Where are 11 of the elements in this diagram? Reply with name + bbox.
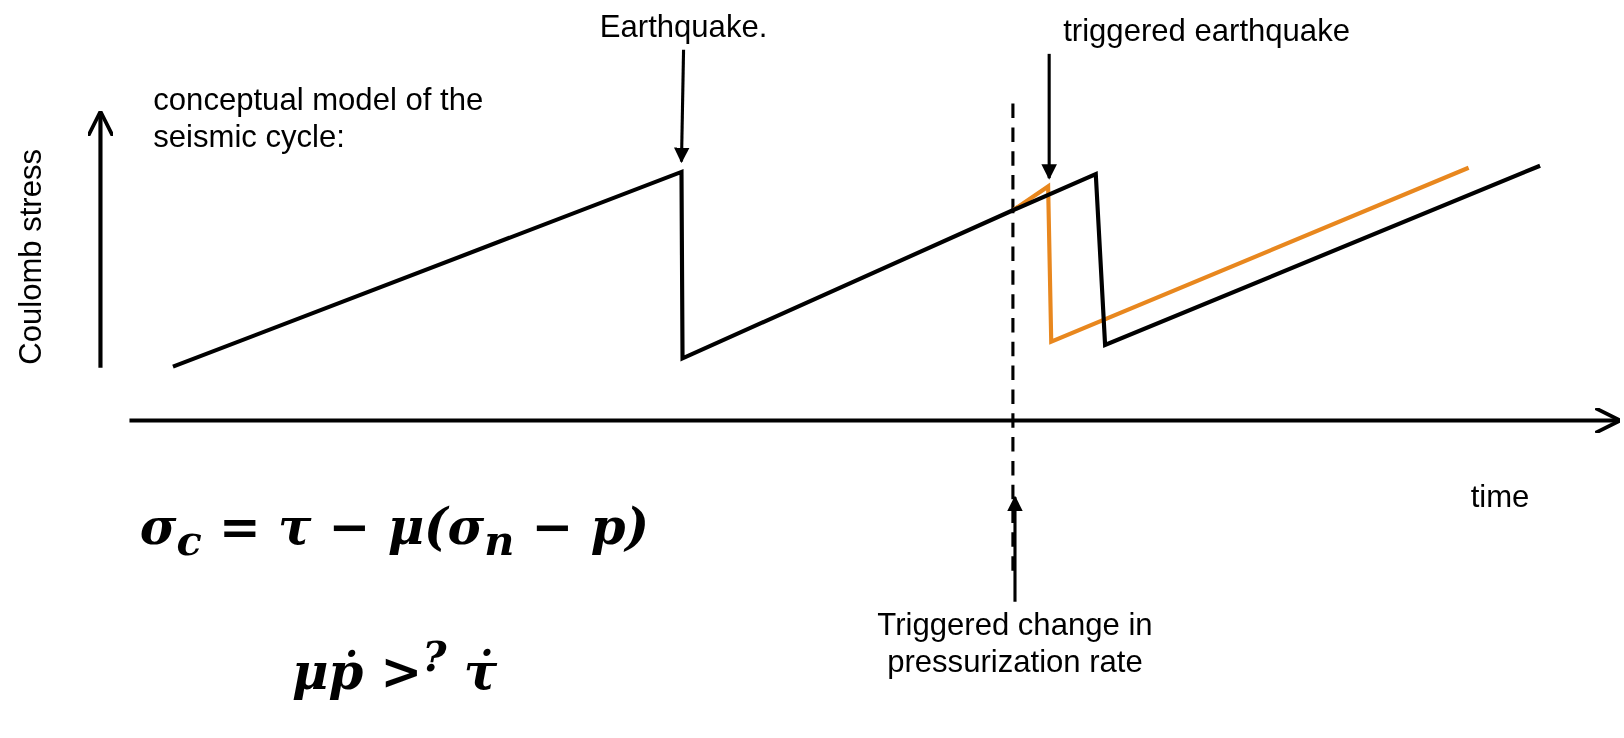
- equation: μṗ >$^{?}$ τ̇: [292, 631, 498, 701]
- equation: σ$_{c}$ = τ − μ(σ$_{n}$ − p): [139, 497, 649, 565]
- axis-label: time: [1470, 478, 1530, 516]
- leader-arrow: [1007, 495, 1023, 602]
- axis-label: Coulomb stress: [12, 147, 49, 367]
- callout-text: Earthquake.: [559, 8, 808, 46]
- callout-text: Triggered change in pressurization rate: [838, 605, 1192, 681]
- callout-text: triggered earthquake: [1046, 12, 1368, 50]
- leader-arrow: [674, 49, 690, 164]
- annotation-text: conceptual model of the seismic cycle:: [153, 80, 485, 156]
- leader-arrow: [1041, 53, 1057, 180]
